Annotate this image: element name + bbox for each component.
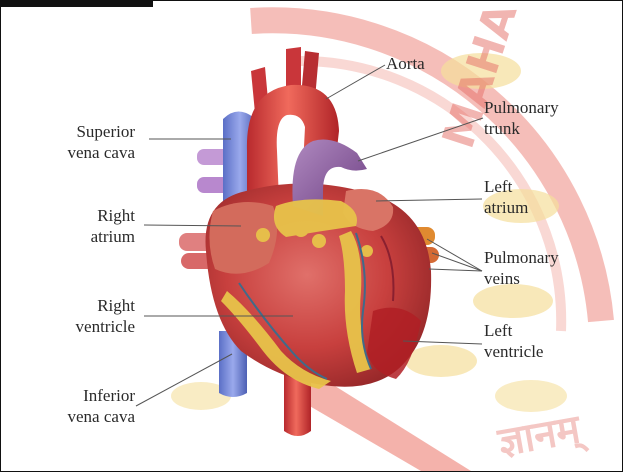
label-right-ventricle-line2: ventricle (76, 316, 135, 337)
label-superior-vena-cava: Superior vena cava (68, 121, 135, 163)
label-pulmonary-veins-line2: veins (484, 268, 559, 289)
label-aorta: Aorta (386, 53, 425, 74)
label-pulmonary-trunk: Pulmonary trunk (484, 97, 559, 139)
label-pulmonary-trunk-line2: trunk (484, 118, 559, 139)
label-superior-vena-cava-line2: vena cava (68, 142, 135, 163)
label-left-atrium-line2: atrium (484, 197, 528, 218)
label-inferior-vena-cava-line2: vena cava (68, 406, 135, 427)
label-pulmonary-veins-line1: Pulmonary (484, 247, 559, 268)
label-superior-vena-cava-line1: Superior (68, 121, 135, 142)
watermark-devanagari: ज्ञानम् (494, 405, 591, 467)
label-left-ventricle-line1: Left (484, 320, 543, 341)
label-left-atrium: Left atrium (484, 176, 528, 218)
label-left-ventricle: Left ventricle (484, 320, 543, 362)
label-right-atrium-line1: Right (91, 205, 135, 226)
label-right-atrium-line2: atrium (91, 226, 135, 247)
label-right-ventricle: Right ventricle (76, 295, 135, 337)
label-left-ventricle-line2: ventricle (484, 341, 543, 362)
label-pulmonary-trunk-line1: Pulmonary (484, 97, 559, 118)
label-pulmonary-veins: Pulmonary veins (484, 247, 559, 289)
label-inferior-vena-cava-line1: Inferior (68, 385, 135, 406)
label-aorta-text: Aorta (386, 53, 425, 74)
label-right-ventricle-line1: Right (76, 295, 135, 316)
label-inferior-vena-cava: Inferior vena cava (68, 385, 135, 427)
label-left-atrium-line1: Left (484, 176, 528, 197)
label-right-atrium: Right atrium (91, 205, 135, 247)
